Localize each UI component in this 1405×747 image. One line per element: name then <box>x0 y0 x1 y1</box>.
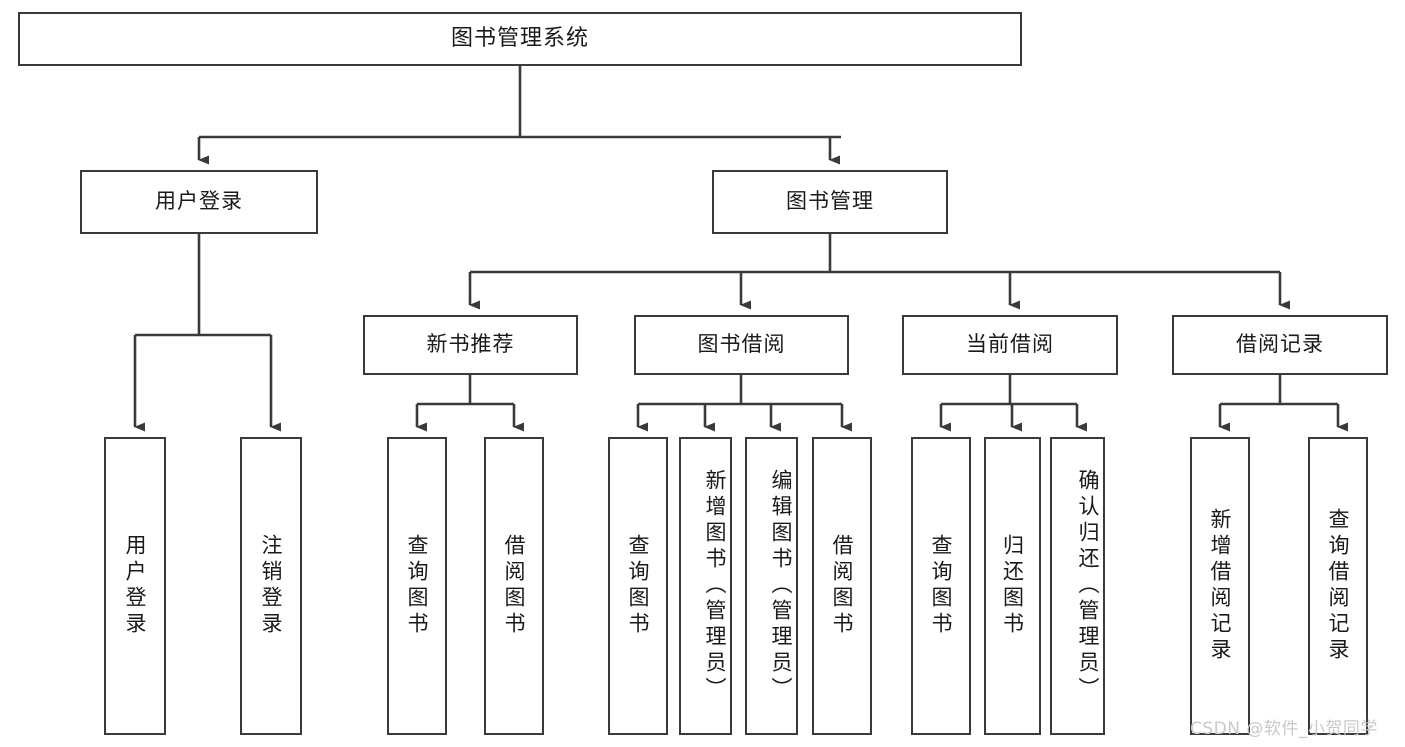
leaf-query-borrow-record[interactable]: 查询借阅记录 <box>1308 437 1368 735</box>
leaf-query-book-borrow[interactable]: 查询图书 <box>608 437 668 735</box>
leaf-return-book[interactable]: 归还图书 <box>984 437 1041 735</box>
leaf-confirm-return-admin[interactable]: 确认归还（管理员） <box>1050 437 1105 735</box>
leaf-borrow-book[interactable]: 借阅图书 <box>812 437 872 735</box>
node-current-borrow[interactable]: 当前借阅 <box>902 315 1118 375</box>
node-root[interactable]: 图书管理系统 <box>18 12 1022 66</box>
leaf-query-book-current[interactable]: 查询图书 <box>911 437 971 735</box>
leaf-add-borrow-record[interactable]: 新增借阅记录 <box>1190 437 1250 735</box>
leaf-logout[interactable]: 注销登录 <box>240 437 302 735</box>
csdn-watermark: CSDN @软件_小贺同学 <box>1190 719 1378 739</box>
leaf-query-book-recommend[interactable]: 查询图书 <box>387 437 447 735</box>
node-user-login[interactable]: 用户登录 <box>80 170 318 234</box>
node-book-manage[interactable]: 图书管理 <box>712 170 948 234</box>
node-borrow-record[interactable]: 借阅记录 <box>1172 315 1388 375</box>
leaf-add-book-admin[interactable]: 新增图书（管理员） <box>679 437 732 735</box>
node-new-book-recommend[interactable]: 新书推荐 <box>363 315 578 375</box>
leaf-edit-book-admin[interactable]: 编辑图书（管理员） <box>745 437 798 735</box>
leaf-borrow-book-recommend[interactable]: 借阅图书 <box>484 437 544 735</box>
node-book-borrow[interactable]: 图书借阅 <box>634 315 849 375</box>
leaf-user-login[interactable]: 用户登录 <box>104 437 166 735</box>
